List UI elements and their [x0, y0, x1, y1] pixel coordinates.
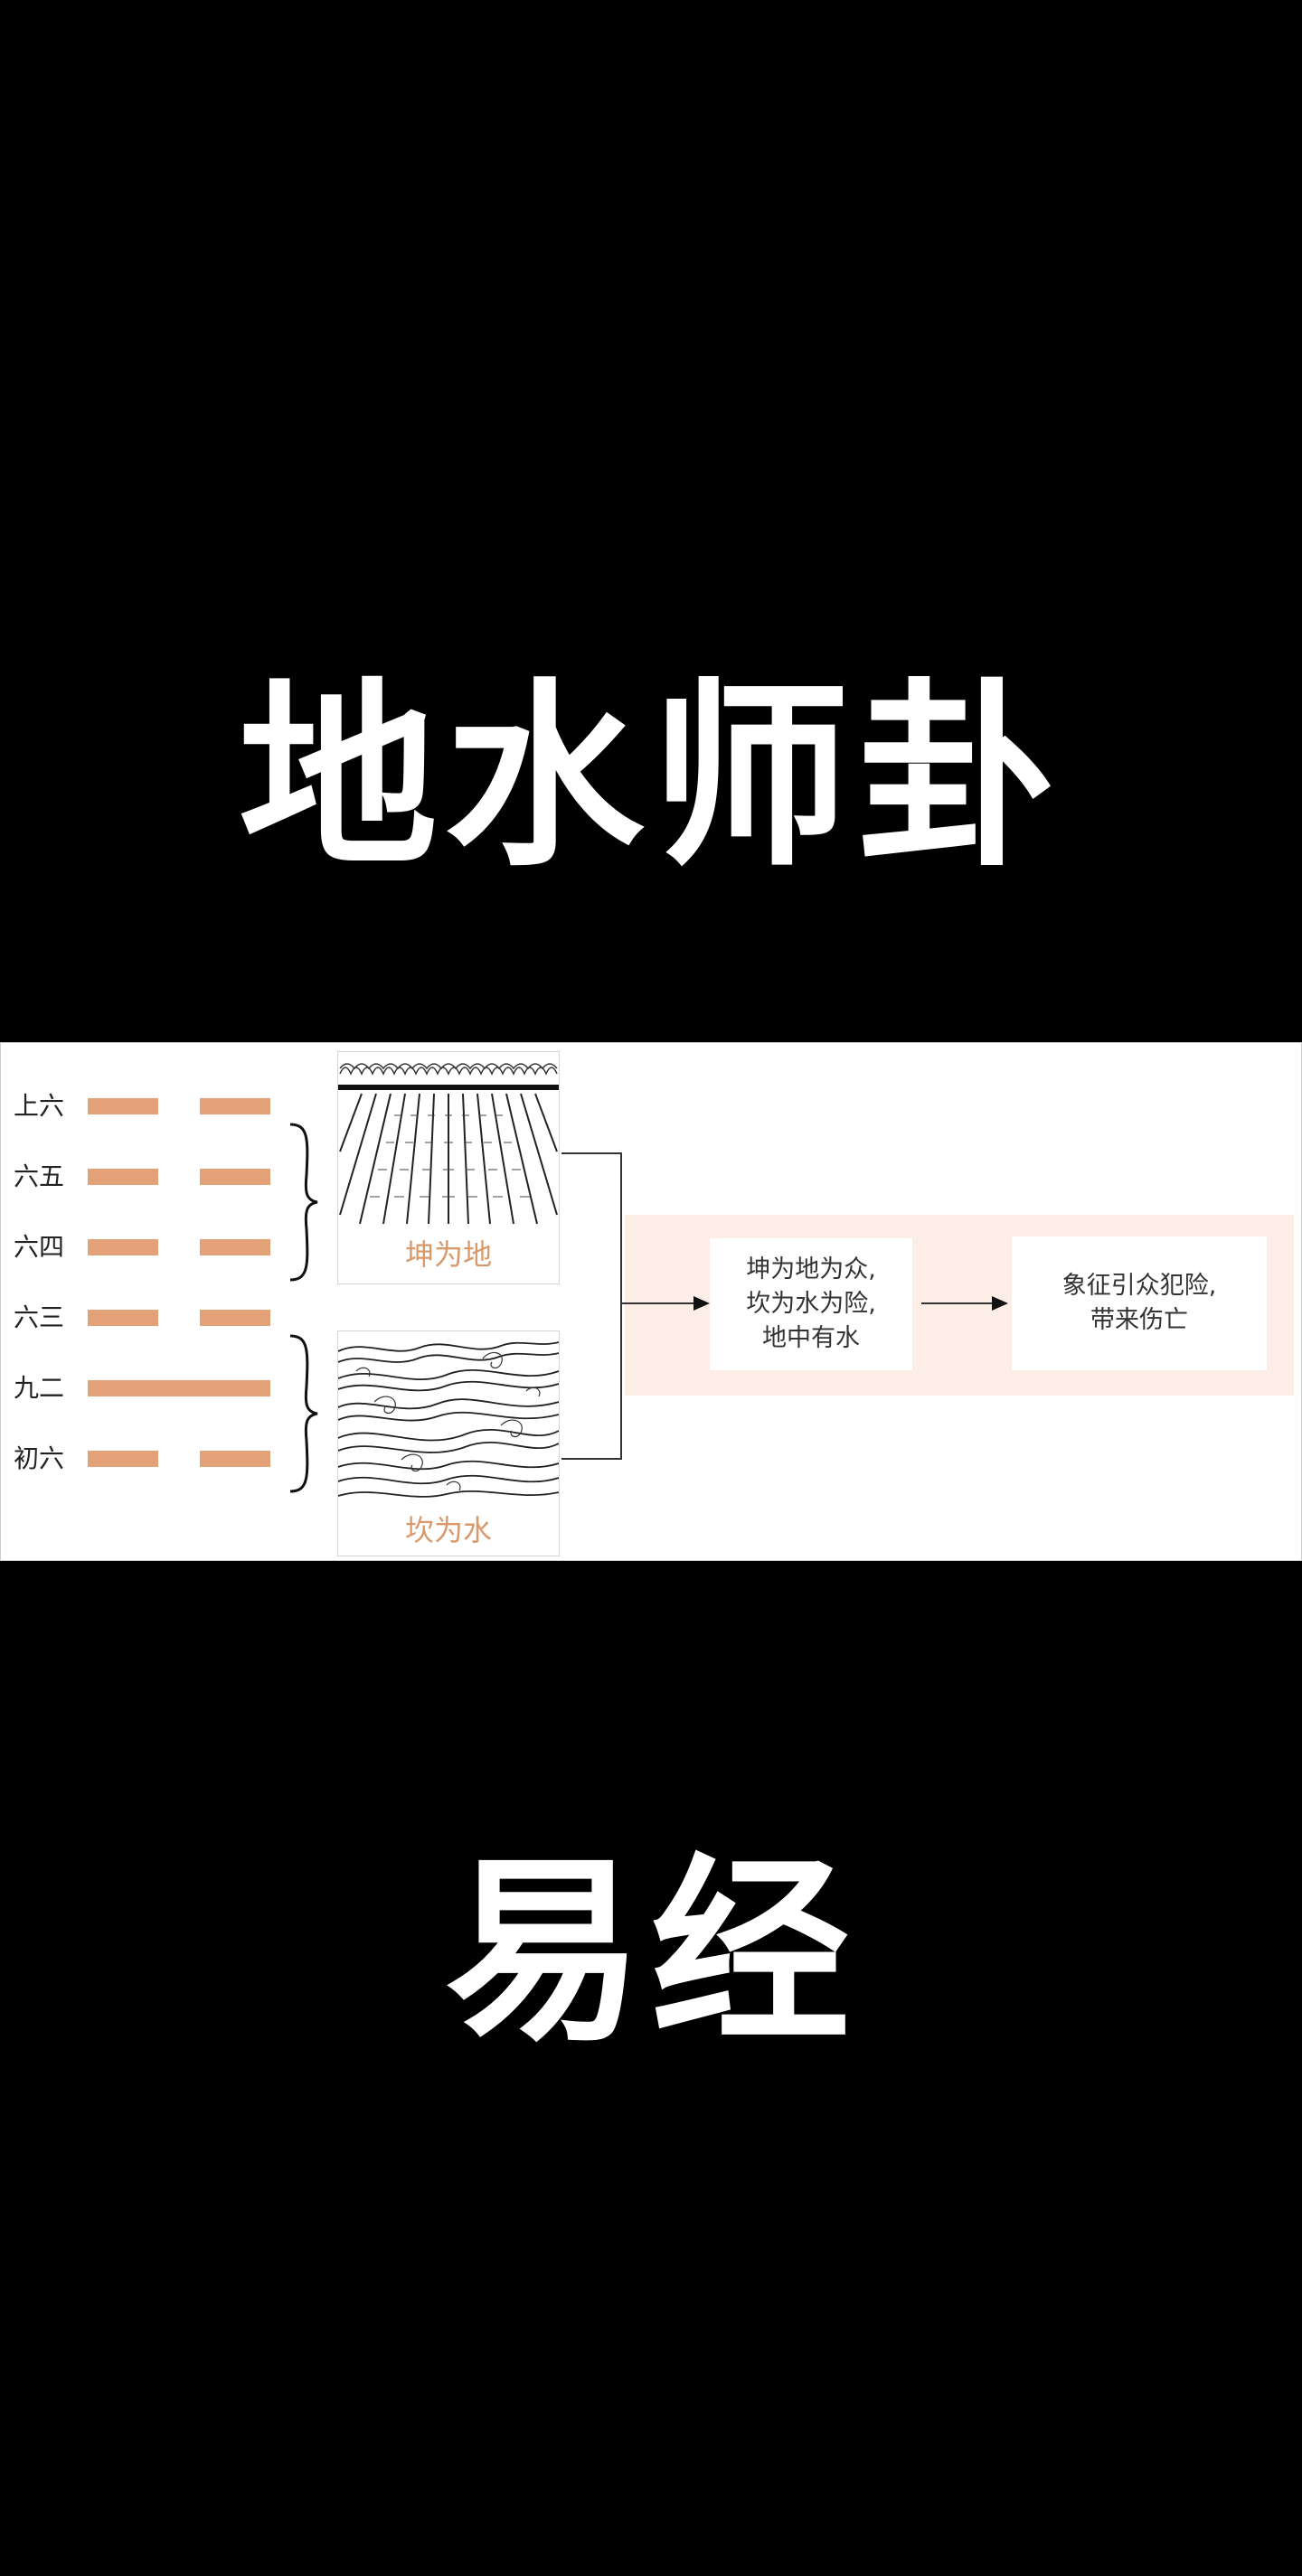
yin-line-bar: [200, 1169, 270, 1185]
line-label-first: 初六: [14, 1443, 65, 1473]
yin-line-bar: [88, 1169, 158, 1185]
earth-image-card: 坤为地: [337, 1051, 560, 1284]
water-waves-illustration: [338, 1331, 559, 1503]
result-line-2: 带来伤亡: [1090, 1306, 1188, 1334]
line-label-fifth: 六五: [14, 1161, 65, 1191]
meaning-line-3: 地中有水: [762, 1324, 860, 1352]
line-label-fourth: 六四: [14, 1232, 65, 1262]
arrow-to-result-icon: [992, 1296, 1008, 1311]
yin-line-bar: [88, 1451, 158, 1467]
yin-line-bar: [200, 1310, 270, 1326]
line-label-second: 九二: [14, 1373, 65, 1403]
yin-line-bar: [200, 1098, 270, 1114]
arrow-to-meaning-icon: [693, 1296, 710, 1311]
yin-line-bar: [88, 1239, 158, 1255]
flow-connectors: [561, 1152, 1008, 1460]
yang-line-bar: [88, 1380, 270, 1396]
lower-trigram-brace: [289, 1334, 318, 1493]
result-box: 象征引众犯险, 带来伤亡: [1012, 1236, 1267, 1370]
meaning-line-1: 坤为地为众,: [746, 1255, 876, 1283]
result-line-1: 象征引众犯险,: [1061, 1272, 1217, 1300]
yin-line-bar: [200, 1239, 270, 1255]
main-title: 地水师卦: [238, 662, 1063, 893]
subtitle: 易经: [444, 1837, 857, 2068]
yin-line-bar: [200, 1451, 270, 1467]
earth-field-illustration: [338, 1052, 559, 1229]
yin-line-bar: [88, 1098, 158, 1114]
hexagram-diagram-panel: 上六 六五 六四 六三 九二 初六: [0, 1042, 1302, 1561]
water-image-card: 坎为水: [337, 1330, 560, 1556]
line-label-third: 六三: [14, 1302, 65, 1332]
lower-trigram-caption: 坎为水: [404, 1513, 492, 1547]
upper-trigram-caption: 坤为地: [404, 1237, 492, 1272]
yin-line-bar: [88, 1310, 158, 1326]
meaning-line-2: 坎为水为险,: [746, 1290, 876, 1318]
line-label-top: 上六: [14, 1091, 65, 1121]
meaning-box: 坤为地为众, 坎为水为险, 地中有水: [710, 1238, 912, 1370]
upper-trigram-brace: [289, 1123, 318, 1282]
